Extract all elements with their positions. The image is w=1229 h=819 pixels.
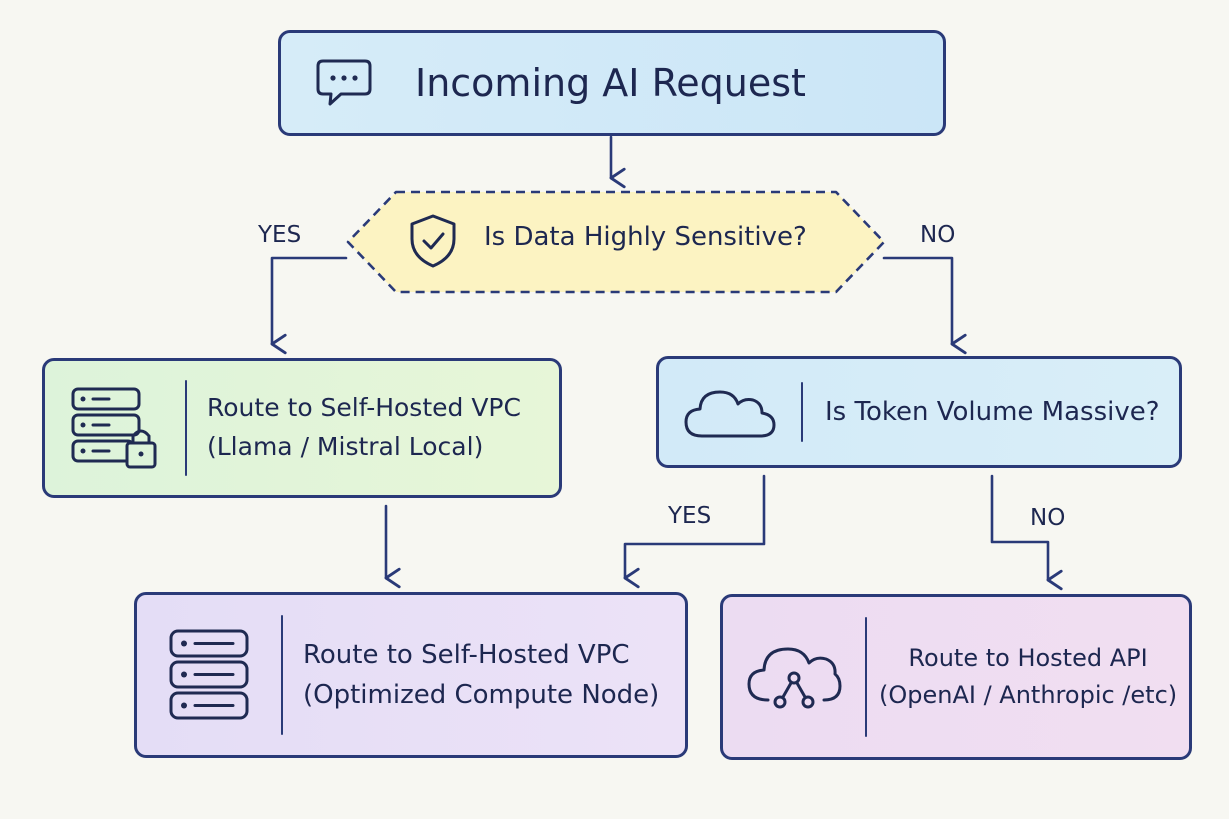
self-hosted-vpc-local-subtitle: (Llama / Mistral Local) [207, 432, 484, 461]
edge-label-token-no: NO [1030, 505, 1066, 531]
server-lock-icon [45, 385, 185, 471]
arrow-sensitive-yes [270, 256, 348, 355]
arrow-token-no [990, 474, 1063, 591]
divider [801, 382, 803, 442]
self-hosted-vpc-optimized-title: Route to Self-Hosted VPC [303, 639, 630, 670]
arrow-sensitive-no [882, 256, 967, 355]
hosted-api-node: Route to Hosted API (OpenAI / Anthropic … [720, 594, 1192, 760]
self-hosted-vpc-local-label: Route to Self-Hosted VPC (Llama / Mistra… [207, 389, 521, 467]
token-volume-decision-node: Is Token Volume Massive? [656, 356, 1182, 468]
sensitivity-decision-node: Is Data Highly Sensitive? [348, 191, 884, 293]
cloud-network-icon [723, 640, 865, 714]
cloud-icon [659, 384, 801, 440]
hosted-api-title: Route to Hosted API [908, 643, 1148, 672]
incoming-request-label: Incoming AI Request [415, 60, 806, 105]
server-icon [137, 627, 281, 723]
self-hosted-vpc-local-title: Route to Self-Hosted VPC [207, 393, 521, 423]
self-hosted-vpc-optimized-subtitle: (Optimized Compute Node) [303, 680, 660, 710]
chat-bubble-icon [315, 57, 373, 109]
sensitivity-decision-label: Is Data Highly Sensitive? [484, 222, 807, 252]
hosted-api-label: Route to Hosted API (OpenAI / Anthropic … [879, 640, 1177, 714]
divider [185, 380, 187, 476]
divider [865, 617, 867, 737]
decision-shape [346, 190, 886, 294]
edge-label-token-yes: YES [668, 503, 712, 529]
edge-label-sensitive-yes: YES [258, 222, 302, 248]
divider [281, 615, 283, 735]
edge-label-sensitive-no: NO [920, 222, 956, 248]
token-volume-decision-label: Is Token Volume Massive? [825, 396, 1160, 427]
shield-check-icon [408, 213, 458, 273]
incoming-request-node: Incoming AI Request [278, 30, 946, 136]
self-hosted-vpc-optimized-node: Route to Self-Hosted VPC (Optimized Comp… [134, 592, 688, 758]
hosted-api-subtitle: (OpenAI / Anthropic /etc) [879, 681, 1178, 709]
self-hosted-vpc-optimized-label: Route to Self-Hosted VPC (Optimized Comp… [303, 635, 659, 716]
arrow-token-yes [623, 474, 766, 589]
self-hosted-vpc-local-node: Route to Self-Hosted VPC (Llama / Mistra… [42, 358, 562, 498]
